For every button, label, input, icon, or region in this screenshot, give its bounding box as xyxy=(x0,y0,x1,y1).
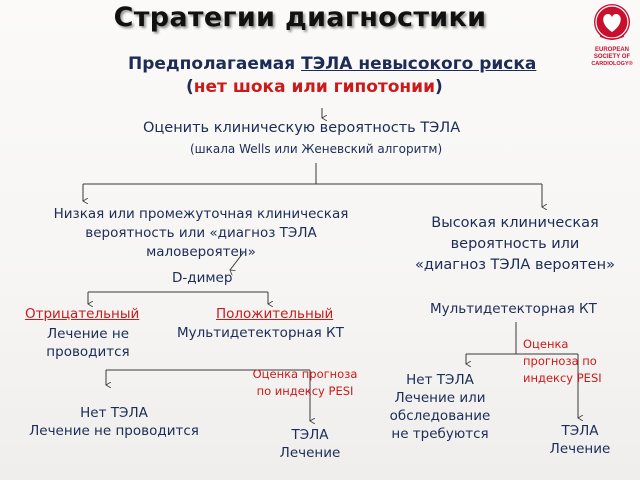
negative-line-2: проводится xyxy=(46,344,130,360)
right-ct-label: Мультидетекторная КТ xyxy=(430,301,597,317)
header-no-shock: нет шока или гипотонии xyxy=(193,77,436,97)
left-branch-line-2: вероятность или «диагноз ТЭЛА xyxy=(85,225,317,241)
negative-result: Лечение не проводится xyxy=(24,325,152,361)
assess-title: Оценить клиническую вероятность ТЭЛА xyxy=(143,120,461,136)
left-pesi-line-2: по индексу PESI xyxy=(256,384,354,398)
right-pe-line-1: ТЭЛА xyxy=(561,423,599,439)
right-no-pe-line-2: Лечение или xyxy=(394,390,486,406)
header-paren-open: ( xyxy=(186,77,194,97)
ddimer-negative-label: Отрицательный xyxy=(25,306,140,322)
ddimer-positive-label: Положительный xyxy=(216,306,334,322)
right-no-pe-line-4: не требуются xyxy=(391,426,489,442)
header-line-2: (нет шока или гипотонии) xyxy=(186,77,443,97)
negative-line-1: Лечение не xyxy=(46,326,130,342)
left-no-pe-result: Нет ТЭЛА Лечение не проводится xyxy=(18,404,210,440)
arrow-to-ddimer xyxy=(230,252,244,270)
left-pe-line-2: Лечение xyxy=(279,445,341,461)
page-title: Стратегии диагностики xyxy=(113,2,487,33)
right-pe-result: ТЭЛА Лечение xyxy=(538,422,622,458)
left-pe-line-1: ТЭЛА xyxy=(291,427,329,443)
right-no-pe-line-1: Нет ТЭЛА xyxy=(406,372,474,388)
header-paren-close: ) xyxy=(435,77,443,97)
esc-logo-mark: EUROPEAN SOCIETY OF CARDIOLOGY® xyxy=(591,4,633,67)
logo-text-3: CARDIOLOGY® xyxy=(591,60,632,67)
left-ct-label: Мультидетекторная КТ xyxy=(177,325,344,341)
left-branch-line-1: Низкая или промежуточная клиническая xyxy=(53,206,349,222)
right-branch-line-1: Высокая клиническая xyxy=(431,215,599,231)
ddimer-label: D-димер xyxy=(172,270,233,286)
esc-logo: EUROPEAN SOCIETY OF CARDIOLOGY® xyxy=(586,2,638,74)
left-no-pe-line-1: Нет ТЭЛА xyxy=(80,405,148,421)
assess-subtitle: (шкала Wells или Женевский алгоритм) xyxy=(190,142,443,156)
left-pesi-note: Оценка прогноза по индексу PESI xyxy=(243,366,367,400)
left-branch-box: Низкая или промежуточная клиническая вер… xyxy=(36,205,366,262)
logo-text-1: EUROPEAN xyxy=(595,47,629,53)
left-pe-result: ТЭЛА Лечение xyxy=(268,426,352,462)
right-no-pe-line-3: обследование xyxy=(389,408,491,424)
logo-text-2: SOCIETY OF xyxy=(594,54,631,60)
header-low-risk: ТЭЛА невысокого риска xyxy=(301,54,537,74)
left-no-pe-line-2: Лечение не проводится xyxy=(29,423,199,439)
right-branch-box: Высокая клиническая вероятность или «диа… xyxy=(392,213,638,276)
right-pe-line-2: Лечение xyxy=(549,441,611,457)
right-pesi-note: Оценка прогноза по индексу PESI xyxy=(523,336,602,387)
header-line-1: Предполагаемая ТЭЛА невысокого риска xyxy=(128,54,536,74)
right-branch-line-2: вероятность или xyxy=(450,236,580,252)
right-pesi-line-3: индексу PESI xyxy=(523,371,602,385)
right-branch-line-3: «диагноз ТЭЛА вероятен» xyxy=(415,257,615,273)
left-branch-line-3: маловероятен» xyxy=(146,244,256,260)
right-pesi-line-1: Оценка xyxy=(523,337,569,351)
right-no-pe-result: Нет ТЭЛА Лечение или обследование не тре… xyxy=(382,371,498,443)
header-prefix: Предполагаемая xyxy=(128,54,302,74)
left-pesi-line-1: Оценка прогноза xyxy=(252,367,358,381)
right-pesi-line-2: прогноза по xyxy=(523,354,597,368)
